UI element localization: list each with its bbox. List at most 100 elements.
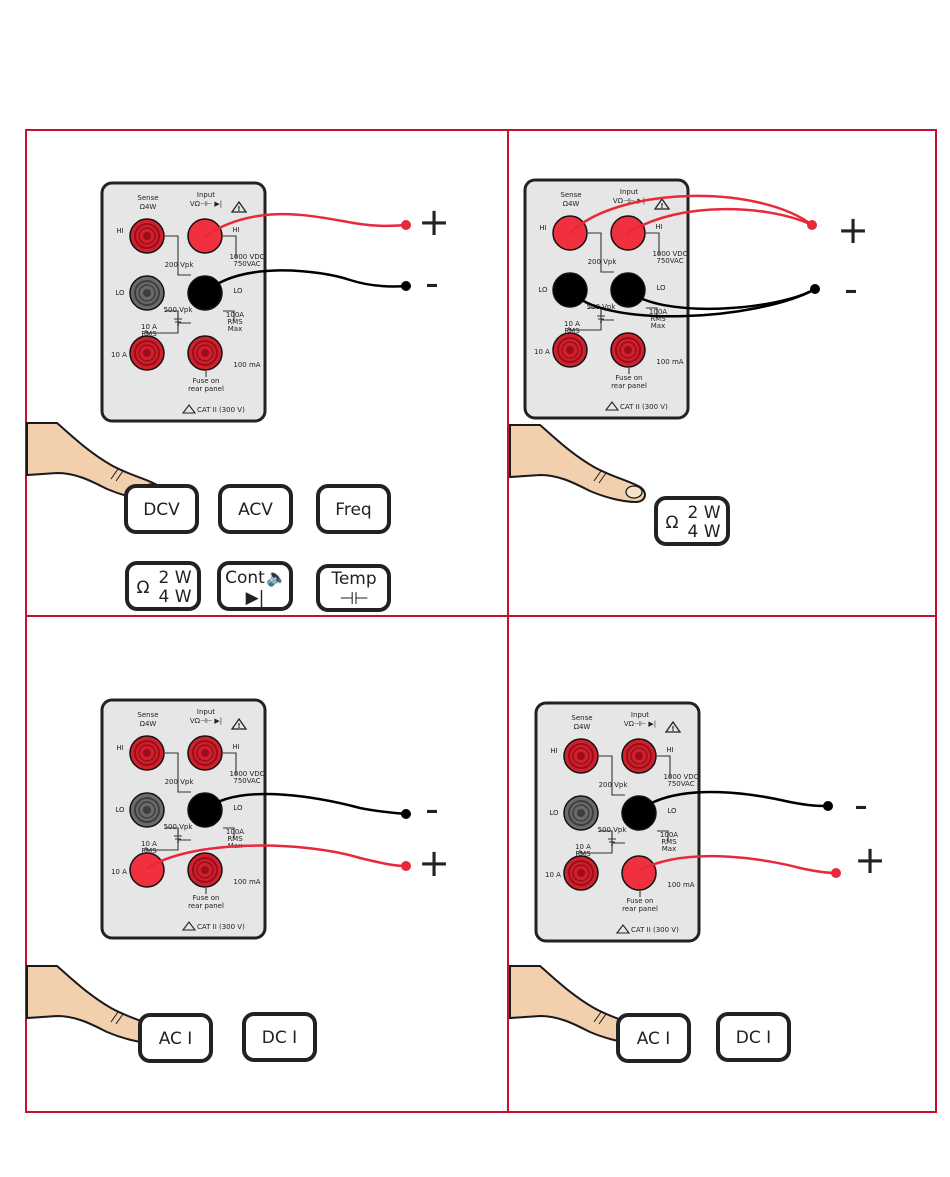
acv-button-frame [218,484,293,534]
warning-icon [653,197,671,210]
cat-rating-label: CAT II (300 V) [620,403,668,411]
amp-10-rms-label: RMS [141,847,157,855]
black-probe-lead-q1 [203,269,408,295]
panel-connector-4 [657,830,669,841]
amp-100-label: 100A [649,308,667,316]
warning-mark: ! [671,725,674,733]
cat-warning-icon [615,924,631,934]
jack-10a-ring-inner [572,864,590,882]
vdc-1000-label: 1000 VDC [652,250,687,258]
jack-input-hi-hole [201,749,209,757]
quadrant-frames [25,129,937,1113]
ground-icon [174,835,182,843]
black-probe-tip-q3 [401,809,411,819]
milliamp-100-label: 100 mA [233,878,260,886]
two-wire-label: 2 W [687,503,720,523]
lo-label-left: LO [115,289,125,297]
warning-mark: ! [237,205,240,213]
acv-button-label: ACV [238,500,273,520]
warning-icon [664,720,682,733]
dci-button-q4-label: DC I [736,1028,771,1048]
sense-sub-label: Ω4W [563,200,580,208]
red-probe-lead-q3 [146,844,408,870]
input-sub-label: VΩ⊣⊢ ▶| [190,200,222,208]
aci-button-q3[interactable]: AC I [138,1013,213,1063]
input-sub-label: VΩ⊣⊢ ▶| [613,197,645,205]
minus-sign-q3: - [425,787,439,831]
continuity-button[interactable]: Cont🔈▶| [217,561,293,611]
hi-label-left: HI [550,747,557,755]
jack-sense-hi-hole [143,232,151,240]
jack-10a-hole [566,346,574,354]
jack-sense-lo-hole [577,809,585,817]
hi-label-left: HI [539,224,546,232]
four-wire-label: 4 W [158,587,191,607]
jack-input-hi-ring-inner [630,747,648,765]
input-sub-label: VΩ⊣⊢ ▶| [190,717,222,725]
vpk-200-label: 200 Vpk [165,261,195,269]
amp-100-label: 100A [226,311,244,319]
plus-sign-q2: + [837,208,869,252]
jack-sense-hi-hole [577,752,585,760]
jack-10a-ring [568,860,594,886]
jack-sense-lo-ring-inner [572,804,590,822]
aci-button-q4[interactable]: AC I [616,1013,691,1063]
cat-rating-label: CAT II (300 V) [197,406,245,414]
two-wire-label: 2 W [158,568,191,588]
lo-label-left: LO [549,809,559,817]
jack-100ma [621,855,657,891]
amp-100-label: 100A [660,831,678,839]
amp-10-jack-label: 10 A [111,868,127,876]
jack-10a [129,852,165,888]
jack-10a-ring-inner [561,341,579,359]
dcv-button-label: DCV [143,500,180,520]
amp-100-rms-label: RMS [650,315,666,323]
amp-10-label: 10 A [141,323,157,331]
jack-100ma-ring-inner [619,341,637,359]
jack-sense-lo-ring [568,800,594,826]
milliamp-100-label: 100 mA [233,361,260,369]
jack-100ma-hole [624,346,632,354]
acv-button[interactable]: ACV [218,484,293,534]
red-probe-tip-q4 [831,868,841,878]
vpk-200-label: 200 Vpk [599,781,629,789]
ohm-2w-4w-button-frame [125,561,201,611]
amp-10-jack-label: 10 A [545,871,561,879]
hi-label-right: HI [232,226,239,234]
amp-100-rms-label: RMS [661,838,677,846]
black-probe-tip-q4 [823,801,833,811]
jack-sense-lo-ring-inner [138,284,156,302]
amp-100-rms-label: RMS [227,835,243,843]
panel-connector-1 [165,235,191,276]
ground-icon [597,315,605,323]
hi-label-left: HI [116,227,123,235]
amp-10-rms-label: RMS [575,850,591,858]
lo-label-left: LO [538,286,548,294]
dci-button-q4[interactable]: DC I [716,1012,791,1062]
red-probe-tip-q3 [401,861,411,871]
jack-sense-hi-ring-inner [572,747,590,765]
dci-button-q4-frame [716,1012,791,1062]
jack-sense-lo-hole [143,806,151,814]
jack-10a-ring [134,340,160,366]
ohm-2w-4w-button[interactable]: Ω 2 W4 W [125,561,201,611]
dcv-button[interactable]: DCV [124,484,199,534]
amp-10-rms-label: RMS [141,330,157,338]
sense-sub-label: Ω4W [574,723,591,731]
freq-button[interactable]: Freq [316,484,391,534]
dci-button-q3[interactable]: DC I [242,1012,317,1062]
ohm-icon: Ω [137,578,150,598]
panel-connector-1 [588,232,614,273]
jack-10a-ring [557,337,583,363]
continuity-button-frame [217,561,293,611]
jack-100ma-hole [201,349,209,357]
temp-button[interactable]: Temp⊣⊢ [316,564,391,612]
jack-input-hi-ring [626,743,652,769]
panel-connector-4 [646,307,658,318]
freq-button-label: Freq [335,500,371,520]
amp-100-max-label: Max [662,845,676,853]
jack-input-hi-ring-inner [196,744,214,762]
